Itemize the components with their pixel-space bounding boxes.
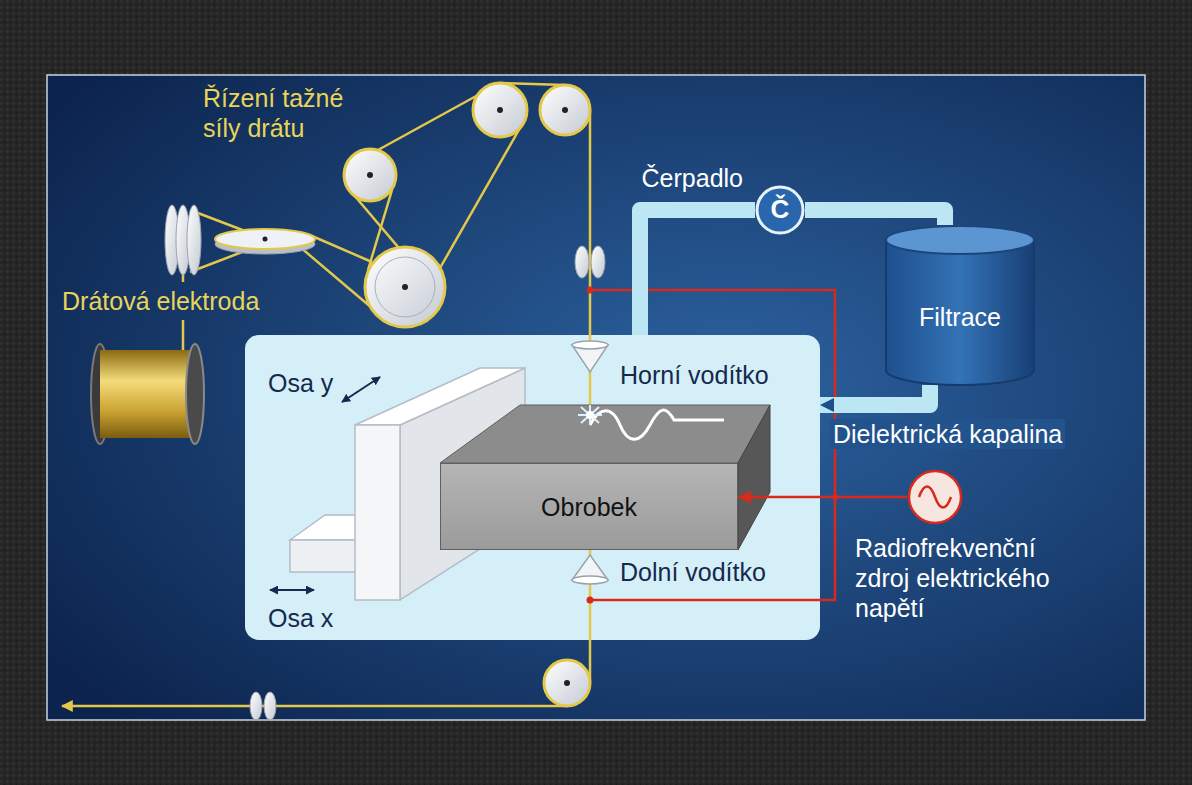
pulley — [497, 107, 503, 113]
power-wire — [590, 290, 835, 600]
workpiece-faces — [738, 405, 770, 550]
dielectric-bath — [245, 335, 820, 640]
part-label: Dolní vodítko — [620, 557, 766, 587]
flat-pulley — [263, 237, 268, 242]
pulley — [344, 149, 396, 201]
spark — [581, 407, 599, 423]
workpiece-label: Obrobek — [541, 492, 637, 522]
pulley-stack — [165, 205, 201, 275]
axis-label: Osa x — [268, 603, 333, 633]
wire-exit — [250, 692, 262, 720]
panel — [47, 75, 1145, 720]
filter-tank: Filtrace — [885, 225, 1035, 385]
wire-belts — [183, 83, 590, 683]
wire-belts — [182, 320, 185, 350]
y-slide — [355, 368, 525, 425]
part-label-holder: Horní vodítko — [620, 360, 769, 390]
cut-path — [590, 410, 724, 439]
filter-label-holder: Filtrace — [919, 278, 1001, 332]
wire-exit — [264, 692, 276, 720]
pulley — [540, 85, 590, 135]
axis-arrow — [270, 377, 380, 590]
pump-label: Čerpadlo — [642, 163, 743, 193]
workpiece-label-holder: Obrobek — [541, 492, 637, 522]
wire-spool — [100, 350, 195, 438]
workpiece-faces — [440, 405, 770, 550]
part-label: Drátová elektroda — [62, 286, 259, 316]
filter-body — [886, 240, 1034, 385]
filter-label: Filtrace — [919, 278, 1001, 332]
sine-symbol — [919, 487, 951, 508]
pulley — [544, 660, 590, 706]
spark — [581, 407, 599, 423]
wire-exit — [62, 705, 567, 708]
axis-arrow — [342, 377, 380, 402]
wire-belts — [312, 236, 372, 262]
coolant-pipe — [640, 210, 755, 335]
wire-spool — [186, 344, 204, 444]
rf-outline — [909, 471, 961, 523]
pump-label-holder: Čerpadlo — [642, 163, 743, 193]
pulley — [562, 107, 568, 113]
wire-belts — [378, 95, 478, 150]
part-label-holder: Drátová elektroda — [62, 286, 259, 316]
spark — [586, 411, 594, 419]
wire-guide — [572, 341, 608, 349]
pump-circle: ČerpadloČ — [755, 185, 805, 235]
part-label: Horní vodítko — [620, 360, 769, 390]
pulley — [344, 83, 590, 706]
rf-source: Radiofrekvenční zdroj elektrického napět… — [907, 469, 963, 525]
pump-letter-holder: Č — [771, 194, 790, 225]
axis-label: Osa y — [268, 368, 333, 398]
rf-source-label: Radiofrekvenční zdroj elektrického napět… — [855, 533, 1070, 623]
pulley — [473, 83, 527, 137]
dielectric-label: Dielektrická kapalina — [830, 419, 1065, 449]
power-wire — [587, 597, 594, 604]
dielectric-label-holder: Dielektrická kapalina — [830, 419, 1065, 449]
pulley-stack — [187, 205, 201, 275]
coolant-pipe — [805, 210, 945, 225]
part-label: Řízení tažné síly drátu — [203, 83, 373, 143]
pulley — [365, 247, 445, 327]
axis-arrow — [270, 589, 314, 591]
workpiece-box: Obrobek — [440, 463, 738, 550]
wire-guide — [572, 576, 608, 584]
part-label-holder: Dolní vodítko — [620, 557, 766, 587]
filter-top — [886, 226, 1034, 254]
pulley — [402, 284, 408, 290]
rf-source-label-holder: Radiofrekvenční zdroj elektrického napět… — [855, 533, 1070, 623]
pinch-rollers — [575, 246, 589, 278]
pump-outline — [757, 187, 803, 233]
power-wire — [587, 287, 839, 604]
power-wire — [738, 496, 907, 499]
spark — [578, 405, 602, 425]
pinch-rollers — [575, 246, 605, 278]
y-slide — [355, 425, 400, 600]
wire-belts — [440, 128, 520, 268]
rf-source-shape — [907, 469, 963, 525]
workpiece-faces — [440, 405, 770, 463]
wire-spool — [91, 344, 204, 444]
pinch-rollers — [591, 246, 605, 278]
axis-label-holder: Osa x — [268, 603, 333, 633]
coolant-pipe — [820, 385, 930, 405]
wire-exit — [62, 692, 567, 720]
flat-pulley — [215, 229, 315, 254]
flat-pulley — [215, 229, 315, 249]
pulley — [564, 680, 570, 686]
pump-letter: Č — [771, 194, 790, 225]
part-label-holder: Řízení tažné síly drátu — [203, 83, 373, 143]
power-wire — [587, 287, 594, 294]
axis-label-holder: Osa y — [268, 368, 333, 398]
pulley — [375, 257, 435, 317]
pulley — [367, 172, 373, 178]
